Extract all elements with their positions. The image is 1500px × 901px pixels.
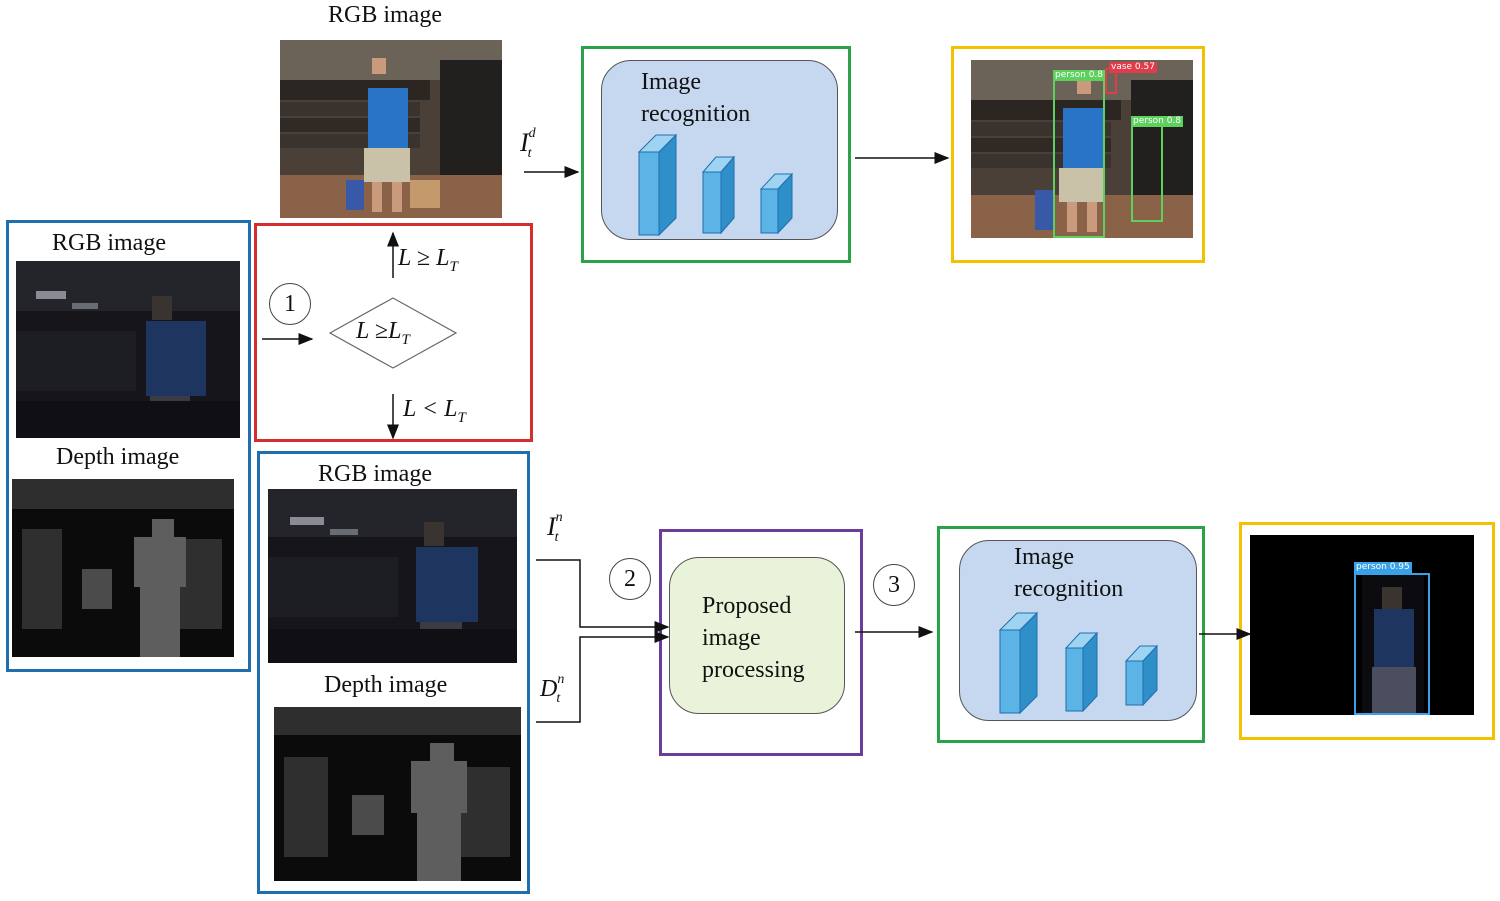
rgb-image-dark-left xyxy=(16,261,240,438)
input-frame-bottom xyxy=(257,451,530,894)
rgb-image-dark-bottom xyxy=(268,489,517,663)
bbox-person-2 xyxy=(1131,122,1163,222)
label-rgb-bottom: RGB image xyxy=(318,461,432,487)
bbox-person-1 xyxy=(1053,72,1105,238)
recognition-block-top xyxy=(601,60,838,240)
label-it-n: Int xyxy=(547,510,563,546)
bbox-vase-tag: vase 0.57 xyxy=(1109,62,1157,73)
step-3-circle: 3 xyxy=(873,564,915,606)
cond-up: L ≥ LT xyxy=(398,245,458,275)
label-depth-bottom: Depth image xyxy=(324,672,448,698)
bbox-person-1-tag: person 0.8 xyxy=(1053,70,1106,81)
bbox-person-2-tag: person 0.8 xyxy=(1131,116,1184,127)
step-1-circle: 1 xyxy=(269,283,311,325)
label-rgb-left: RGB image xyxy=(52,230,166,256)
bbox-person-dark-tag: person 0.95 xyxy=(1354,562,1412,573)
recognition-bottom-line2: recognition xyxy=(1014,576,1124,602)
processing-line2: image xyxy=(702,625,761,651)
label-rgb-top: RGB image xyxy=(328,2,442,28)
processing-line1: Proposed xyxy=(702,593,792,619)
detection-result-bright: person 0.8 vase 0.57 person 0.8 xyxy=(971,60,1193,238)
processing-line3: processing xyxy=(702,657,805,683)
decision-frame xyxy=(254,223,533,442)
detection-result-enhanced: person 0.95 xyxy=(1250,535,1474,715)
result-frame-top xyxy=(951,46,1205,263)
depth-image-left xyxy=(12,479,234,657)
bbox-person-dark xyxy=(1354,573,1430,715)
label-dt-n: Dnt xyxy=(540,672,565,706)
label-it-d: Idt xyxy=(520,126,536,162)
recognition-bottom-line1: Image xyxy=(1014,544,1074,570)
recognition-top-line1: Image xyxy=(641,69,701,95)
input-frame-left xyxy=(6,220,251,672)
recognition-block-bottom xyxy=(959,540,1197,721)
recognition-top-line2: recognition xyxy=(641,101,751,127)
label-depth-left: Depth image xyxy=(56,444,180,470)
decision-diamond-text: L ≥LT xyxy=(356,318,410,348)
rgb-image-bright xyxy=(280,40,502,218)
cond-down: L < LT xyxy=(403,396,466,426)
recognition-frame-top xyxy=(581,46,851,263)
proposed-processing-block xyxy=(669,557,845,714)
step-2-circle: 2 xyxy=(609,558,651,600)
depth-image-bottom xyxy=(274,707,521,881)
